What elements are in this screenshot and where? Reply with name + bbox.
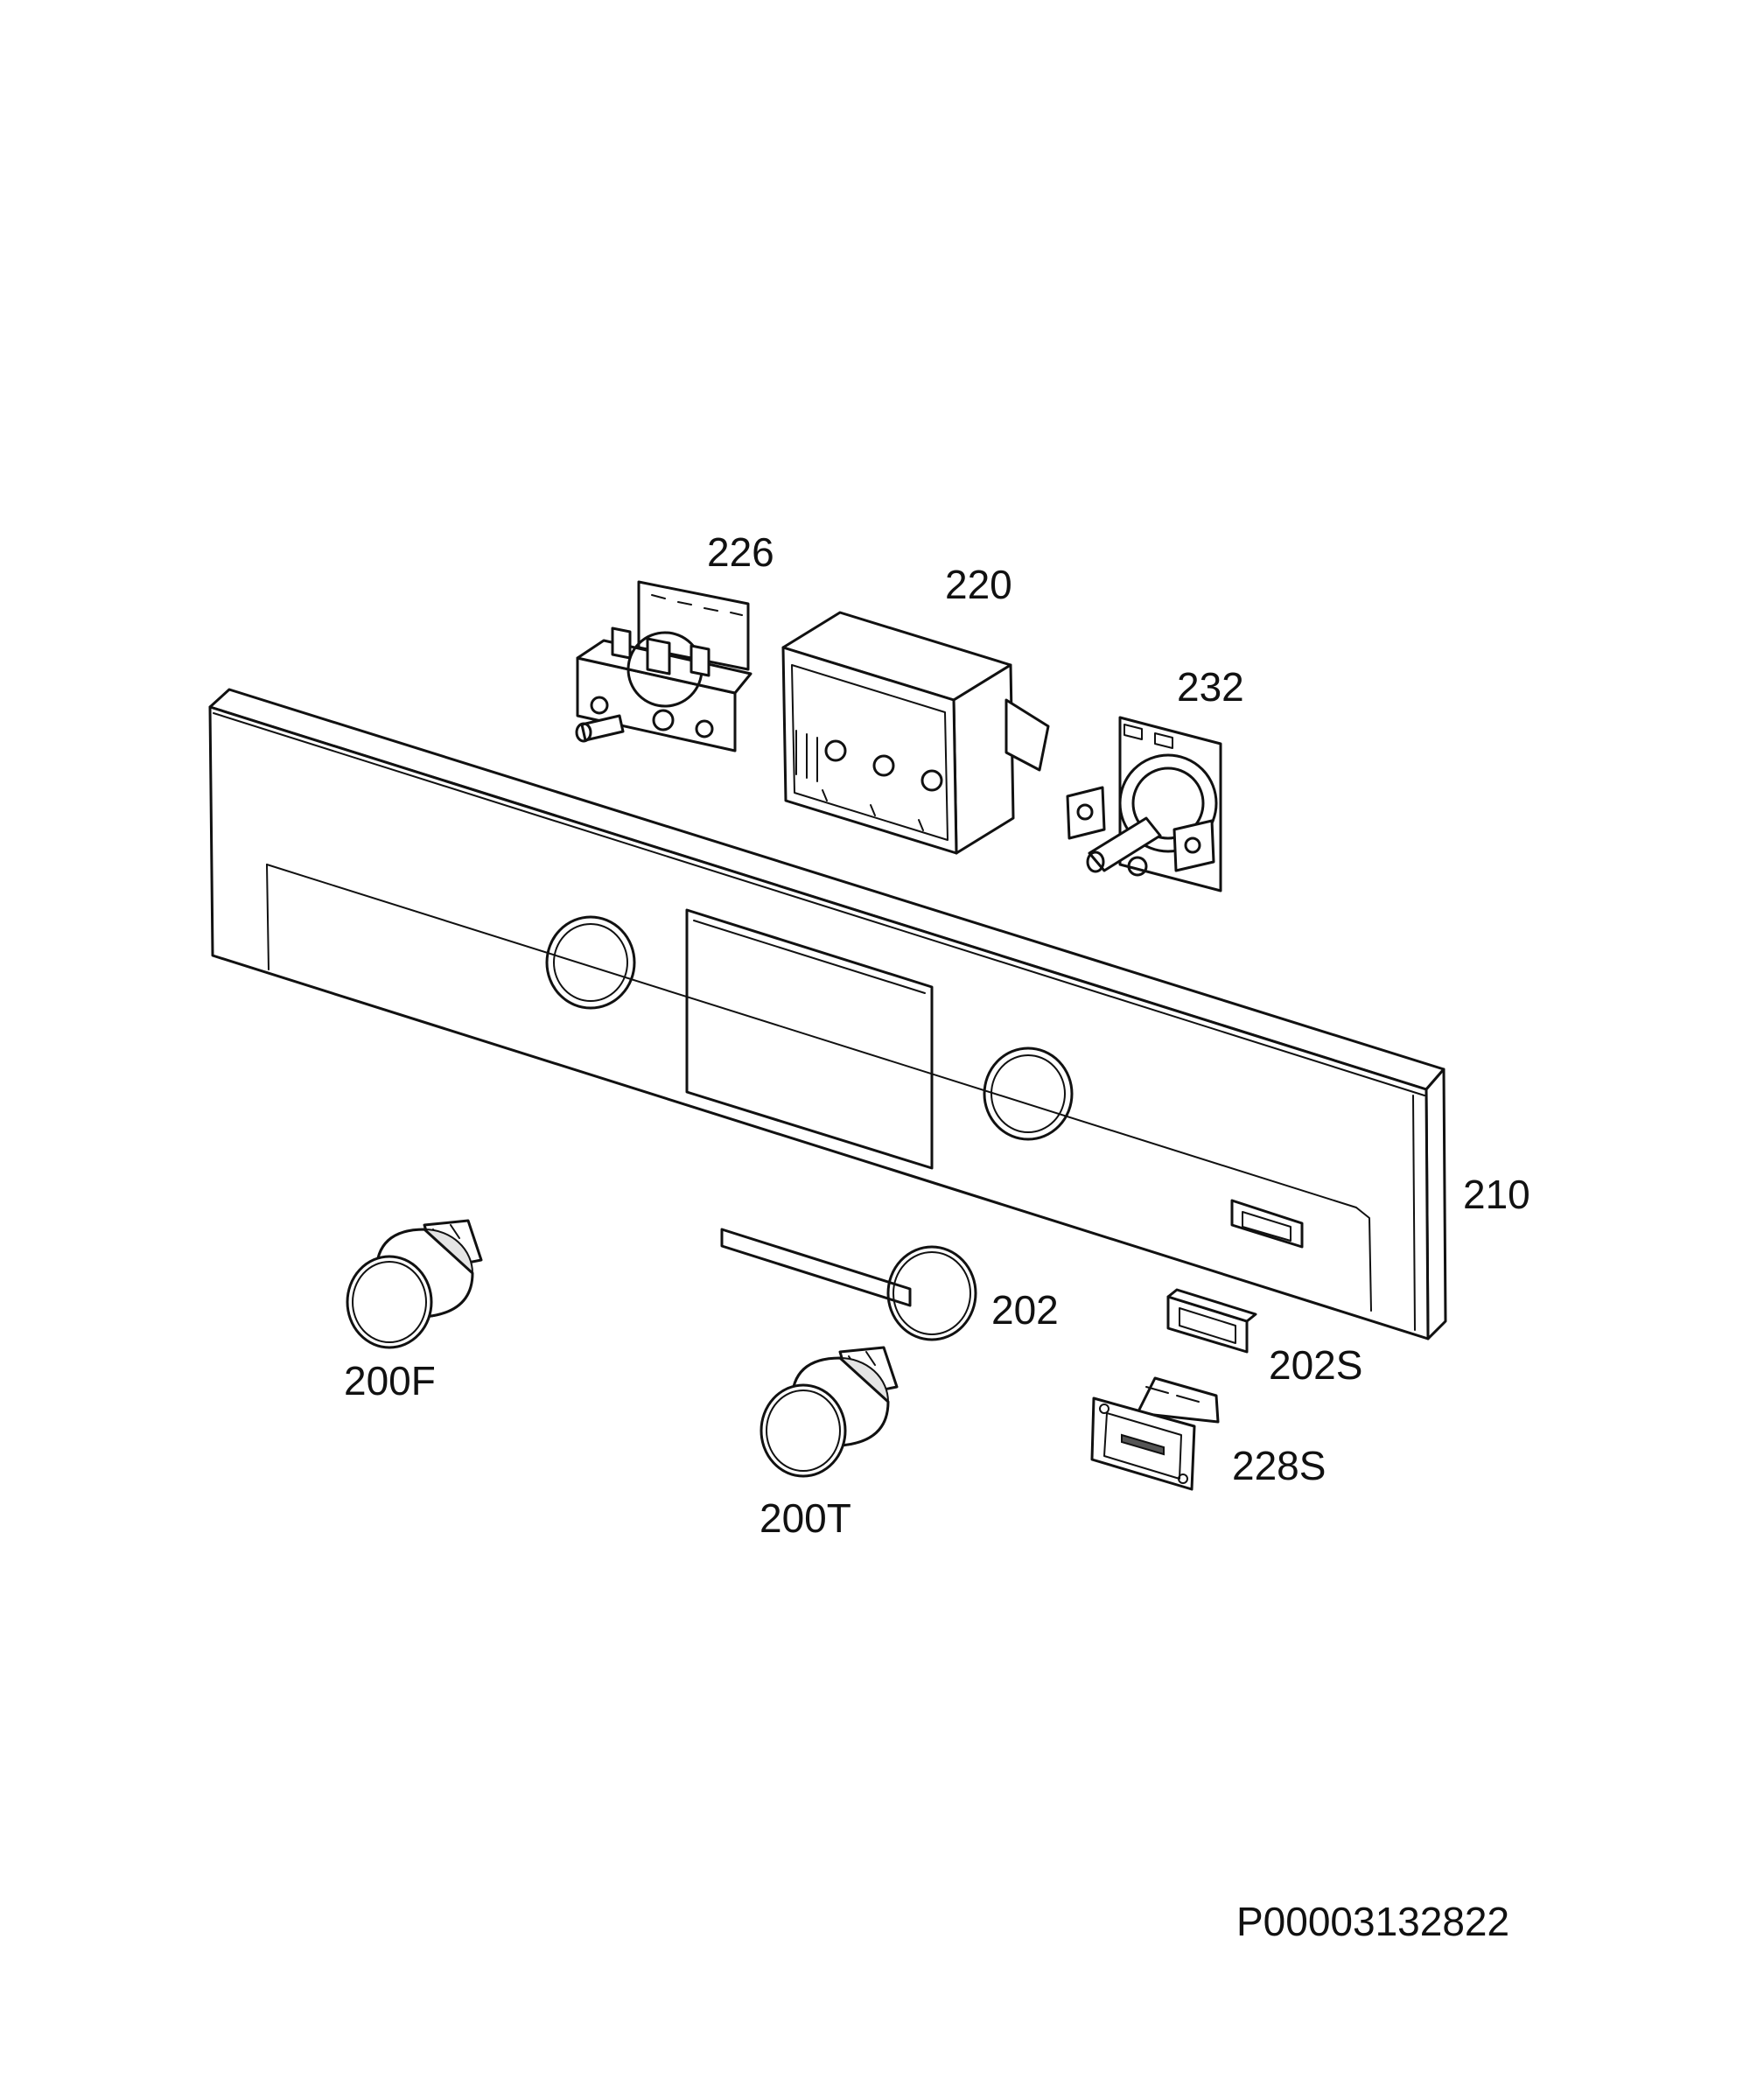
label-228S: 228S	[1232, 1443, 1326, 1488]
label-200T: 200T	[760, 1495, 851, 1541]
display-module-part-220	[781, 611, 1050, 855]
ring-part-202	[886, 1245, 977, 1341]
label-210: 210	[1463, 1172, 1530, 1217]
label-220: 220	[945, 562, 1012, 607]
knob-part-200T	[760, 1346, 899, 1478]
document-id: P00003132822	[1236, 1899, 1510, 1944]
label-226: 226	[707, 529, 774, 575]
thermostat-part-232	[1066, 716, 1222, 892]
switch-part-228S	[1090, 1376, 1220, 1491]
label-232: 232	[1177, 664, 1244, 710]
switch-frame-part-202S	[1166, 1288, 1257, 1354]
knob-part-200F	[346, 1219, 483, 1349]
label-200F: 200F	[344, 1358, 436, 1404]
label-202S: 202S	[1269, 1342, 1363, 1388]
selector-switch-part-226	[575, 580, 752, 752]
label-202: 202	[991, 1287, 1059, 1333]
control-panel-part-210	[208, 688, 1447, 1340]
